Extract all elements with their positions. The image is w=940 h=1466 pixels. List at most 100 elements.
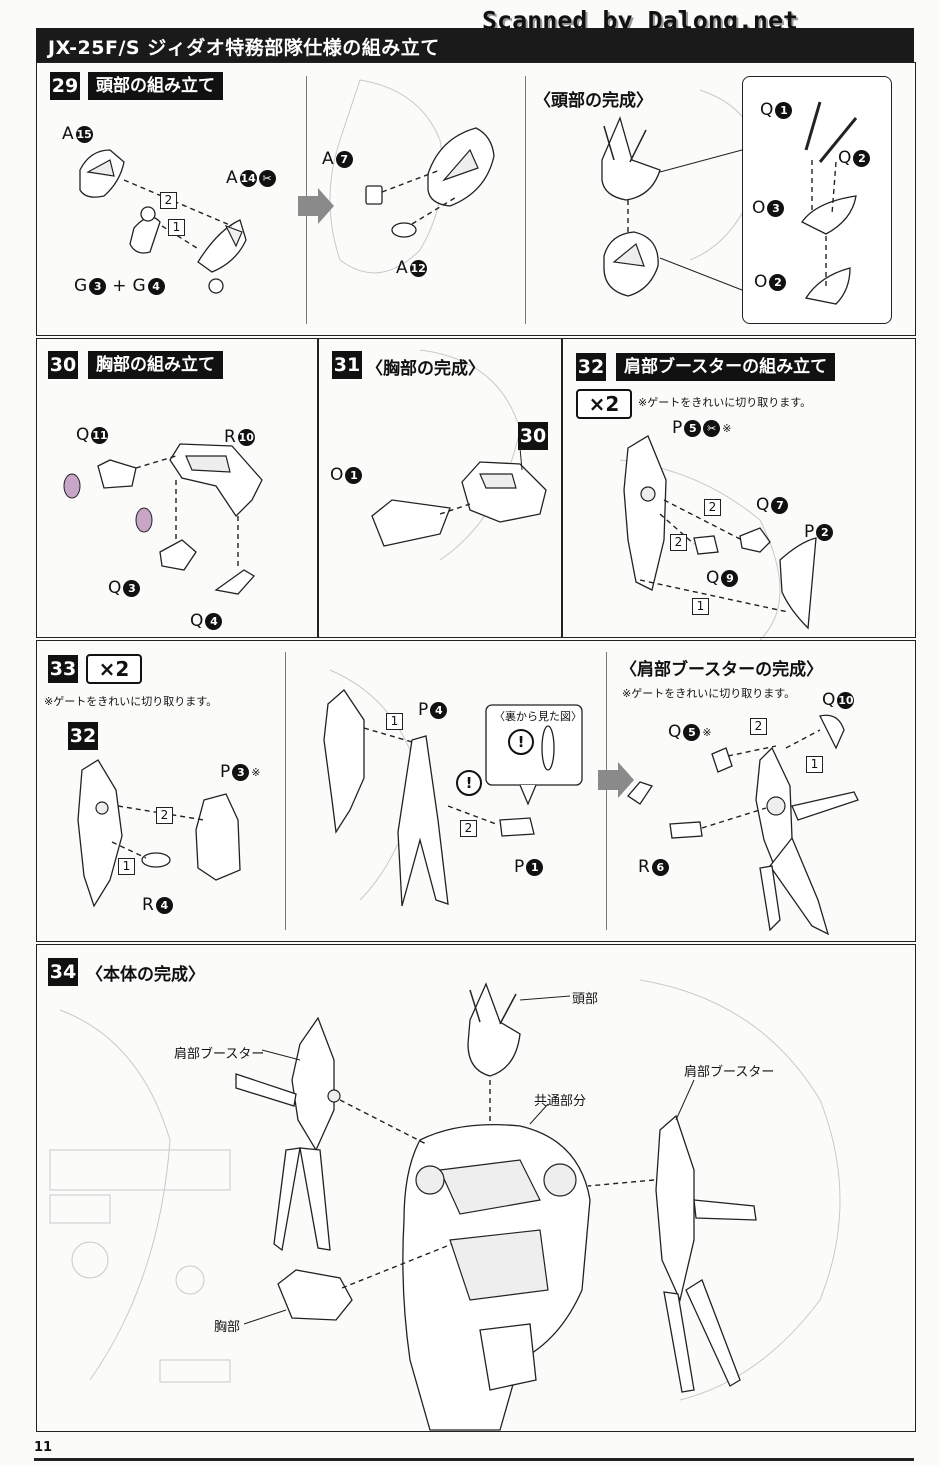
part-drawing xyxy=(669,714,859,936)
part-letter: Q xyxy=(822,690,836,710)
part-letter: Q xyxy=(108,578,122,598)
part-letter: R xyxy=(142,895,154,915)
step-order-2: 2 xyxy=(160,192,177,209)
step-title-31: 〈胸部の完成〉 xyxy=(366,359,485,379)
part-letter: Q xyxy=(190,611,204,631)
part-number: 10 xyxy=(837,691,855,709)
cut-icon: ✂ xyxy=(703,419,721,437)
step-title-30: 胸部の組み立て xyxy=(88,351,223,379)
part-letter: Q xyxy=(760,100,774,120)
note-mark: ※ xyxy=(251,765,261,779)
step-title-32: 肩部ブースターの組み立て xyxy=(616,353,836,381)
part-number: 3 xyxy=(767,199,785,217)
callout-head: 頭部 xyxy=(572,992,599,1007)
part-letter: Q xyxy=(76,425,90,445)
part-letter: P xyxy=(672,418,683,438)
part-number: 4 xyxy=(205,612,223,630)
part-letter: O xyxy=(330,465,344,485)
step-order-1: 1 xyxy=(692,598,709,615)
plus-sign: + xyxy=(112,276,127,296)
part-number: 10 xyxy=(237,428,255,446)
step-number-29: 29 xyxy=(50,72,80,100)
flow-arrow-icon xyxy=(298,188,334,224)
step31-panel xyxy=(318,338,562,638)
page-header: JX-25F/S ジィダオ特務部隊仕様の組み立て xyxy=(36,28,914,62)
part-number: 7 xyxy=(771,496,789,514)
step-number-33: 33 xyxy=(48,655,78,683)
part-drawing xyxy=(63,443,263,595)
part-number: 4 xyxy=(155,896,173,914)
step33-panel xyxy=(36,640,916,942)
part-letter: O xyxy=(752,198,766,218)
caution-icon: ! xyxy=(508,729,534,755)
part-drawing xyxy=(365,127,495,238)
part-number: 5 xyxy=(684,419,702,437)
part-letter: R xyxy=(224,427,236,447)
quantity-x2: ×2 xyxy=(86,654,142,684)
part-letter: A xyxy=(322,149,334,169)
part-number: 11 xyxy=(91,426,109,444)
callout-booster-left: 肩部ブースター xyxy=(174,1047,265,1062)
step-order-1: 1 xyxy=(118,858,135,875)
part-number: 2 xyxy=(769,273,787,291)
part-number: 3 xyxy=(89,277,107,295)
part-number: 15 xyxy=(75,125,93,143)
step-title-29: 頭部の組み立て xyxy=(88,72,223,100)
caution-icon: ! xyxy=(456,770,482,796)
note-mark: ※ xyxy=(722,421,732,435)
ref-step-32: 32 xyxy=(68,722,98,750)
part-number: 6 xyxy=(651,858,669,876)
step-order-1: 1 xyxy=(806,756,823,773)
step30-panel xyxy=(36,338,318,638)
part-letter: G xyxy=(132,276,146,296)
part-number: 2 xyxy=(853,149,871,167)
divider xyxy=(525,76,526,324)
step-order-2: 2 xyxy=(156,807,173,824)
part-letter: A xyxy=(62,124,74,144)
part-number: 7 xyxy=(335,150,353,168)
subtitle-head-complete: 〈頭部の完成〉 xyxy=(534,91,653,111)
part-number: 3 xyxy=(232,763,250,781)
step-order-2: 2 xyxy=(704,499,721,516)
part-letter: G xyxy=(74,276,88,296)
part-number: 2 xyxy=(816,523,834,541)
step29-panel xyxy=(36,62,916,336)
part-letter: A xyxy=(226,168,238,188)
step-number-34: 34 xyxy=(48,958,78,986)
step-title-34: 〈本体の完成〉 xyxy=(86,965,205,985)
page-number: 11 xyxy=(34,1440,53,1455)
note-gate: ※ゲートをきれいに切り取ります。 xyxy=(44,695,218,708)
step-order-1: 1 xyxy=(386,713,403,730)
part-letter: Q xyxy=(838,148,852,168)
part-letter: P xyxy=(804,522,815,542)
step32-panel xyxy=(562,338,916,638)
part-number: 1 xyxy=(526,858,544,876)
part-drawing xyxy=(79,149,247,294)
note-mark: ※ xyxy=(702,725,712,739)
part-letter: Q xyxy=(706,568,720,588)
back-view-title: 〈裏から見た図〉 xyxy=(494,710,582,723)
part-letter: O xyxy=(754,272,768,292)
step-number-32: 32 xyxy=(576,353,606,381)
part-number: 1 xyxy=(345,466,363,484)
callout-chest: 胸部 xyxy=(214,1320,241,1335)
part-number: 9 xyxy=(721,569,739,587)
step-number-31: 31 xyxy=(332,351,362,379)
part-drawing xyxy=(623,435,817,630)
